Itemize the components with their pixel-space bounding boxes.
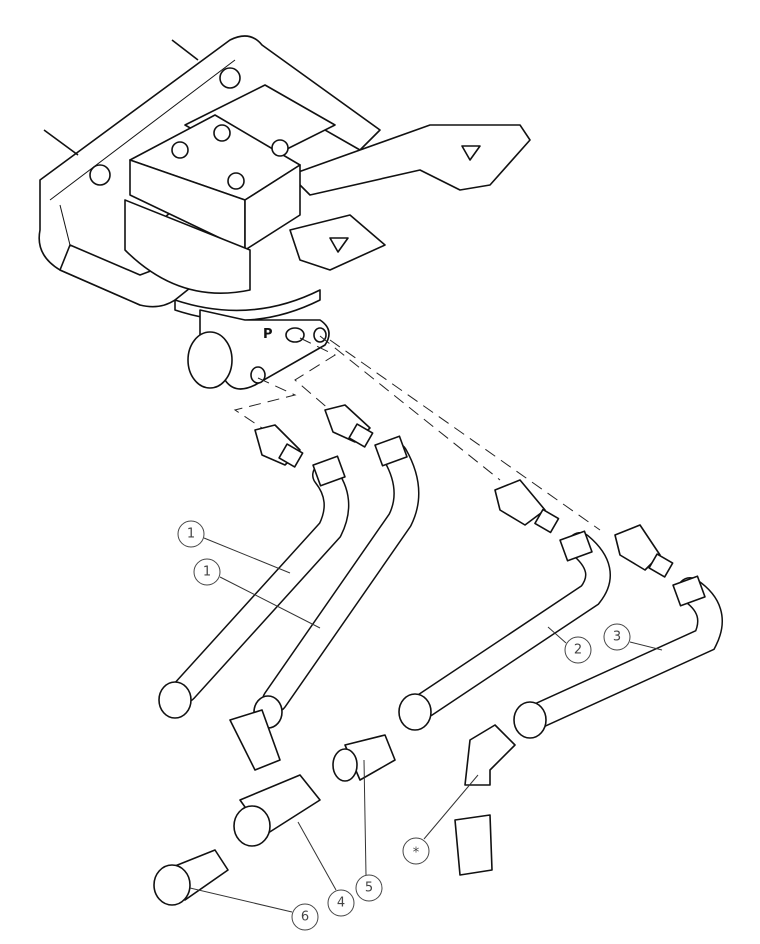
svg-text:4: 4 xyxy=(337,896,345,911)
connection-lines xyxy=(233,335,601,531)
svg-text:5: 5 xyxy=(365,881,373,896)
bracket-arm xyxy=(289,124,531,271)
port-label-p: P xyxy=(263,327,273,342)
svg-text:6: 6 xyxy=(301,910,309,925)
callout-2: 2 xyxy=(564,636,592,664)
elbow-fitting-star xyxy=(454,724,516,876)
valve-body: P xyxy=(187,309,330,390)
callout-6: 6 xyxy=(291,903,319,931)
needle-valve-part-4 xyxy=(229,709,321,847)
callout-star: * xyxy=(402,837,430,865)
clamp-blocks xyxy=(124,84,336,294)
callout-4: 4 xyxy=(327,889,355,917)
hoses xyxy=(158,435,723,739)
adapters xyxy=(254,404,674,578)
svg-text:3: 3 xyxy=(613,630,621,645)
base-disc xyxy=(174,289,321,322)
svg-text:1: 1 xyxy=(187,527,195,542)
svg-text:1: 1 xyxy=(203,565,211,580)
callout-5: 5 xyxy=(355,874,383,902)
svg-text:*: * xyxy=(413,846,420,861)
callout-1a: 1 xyxy=(177,520,205,548)
svg-text:2: 2 xyxy=(574,643,582,658)
fitting-part-6 xyxy=(153,849,229,906)
callout-1b: 1 xyxy=(193,558,221,586)
callout-3: 3 xyxy=(603,623,631,651)
leader-lines xyxy=(189,537,663,913)
hose-1b xyxy=(262,442,420,713)
fitting-part-5 xyxy=(332,734,396,782)
hose-2 xyxy=(412,532,611,718)
